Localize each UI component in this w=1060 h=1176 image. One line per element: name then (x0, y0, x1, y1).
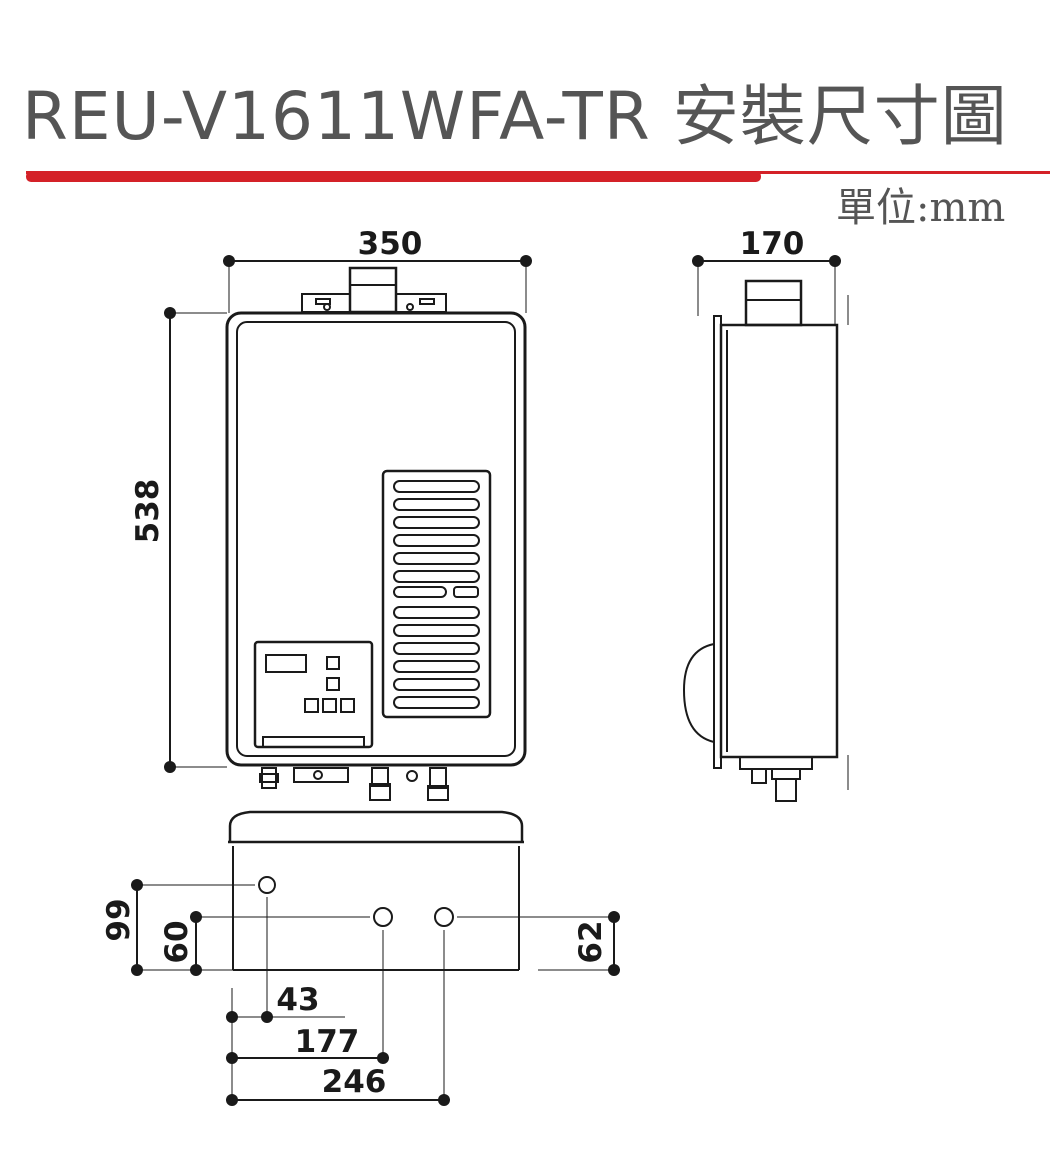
front-height-dimension: 538 (130, 307, 227, 773)
water-inlet-hole (434, 907, 454, 927)
outlet-height-label: 99 (101, 898, 137, 941)
inlet-height-label: 60 (159, 920, 195, 963)
offset-246-label: 246 (322, 1064, 387, 1100)
front-width-dimension: 350 (223, 226, 532, 313)
unit-label: 單位:mm (836, 185, 1006, 231)
vent-slats (393, 480, 480, 709)
bottom-view (228, 810, 524, 971)
outlet-hole (258, 876, 276, 894)
front-width-label: 350 (358, 226, 423, 262)
right-inlet-height-label: 62 (573, 920, 609, 963)
side-depth-label: 170 (740, 226, 805, 262)
front-height-label: 538 (130, 479, 166, 544)
side-view (682, 279, 849, 802)
bottom-dimension-dots (131, 879, 620, 1106)
front-view (225, 266, 527, 801)
bottom-dimension-lines (136, 884, 615, 1101)
side-depth-dimension: 170 (692, 226, 841, 325)
title-underline (26, 171, 1050, 182)
gas-inlet-hole (373, 907, 393, 927)
offset-43-label: 43 (276, 982, 319, 1018)
diagram-title: REU-V1611WFA-TR 安裝尺寸圖 (22, 78, 1008, 155)
offset-177-label: 177 (295, 1024, 360, 1060)
